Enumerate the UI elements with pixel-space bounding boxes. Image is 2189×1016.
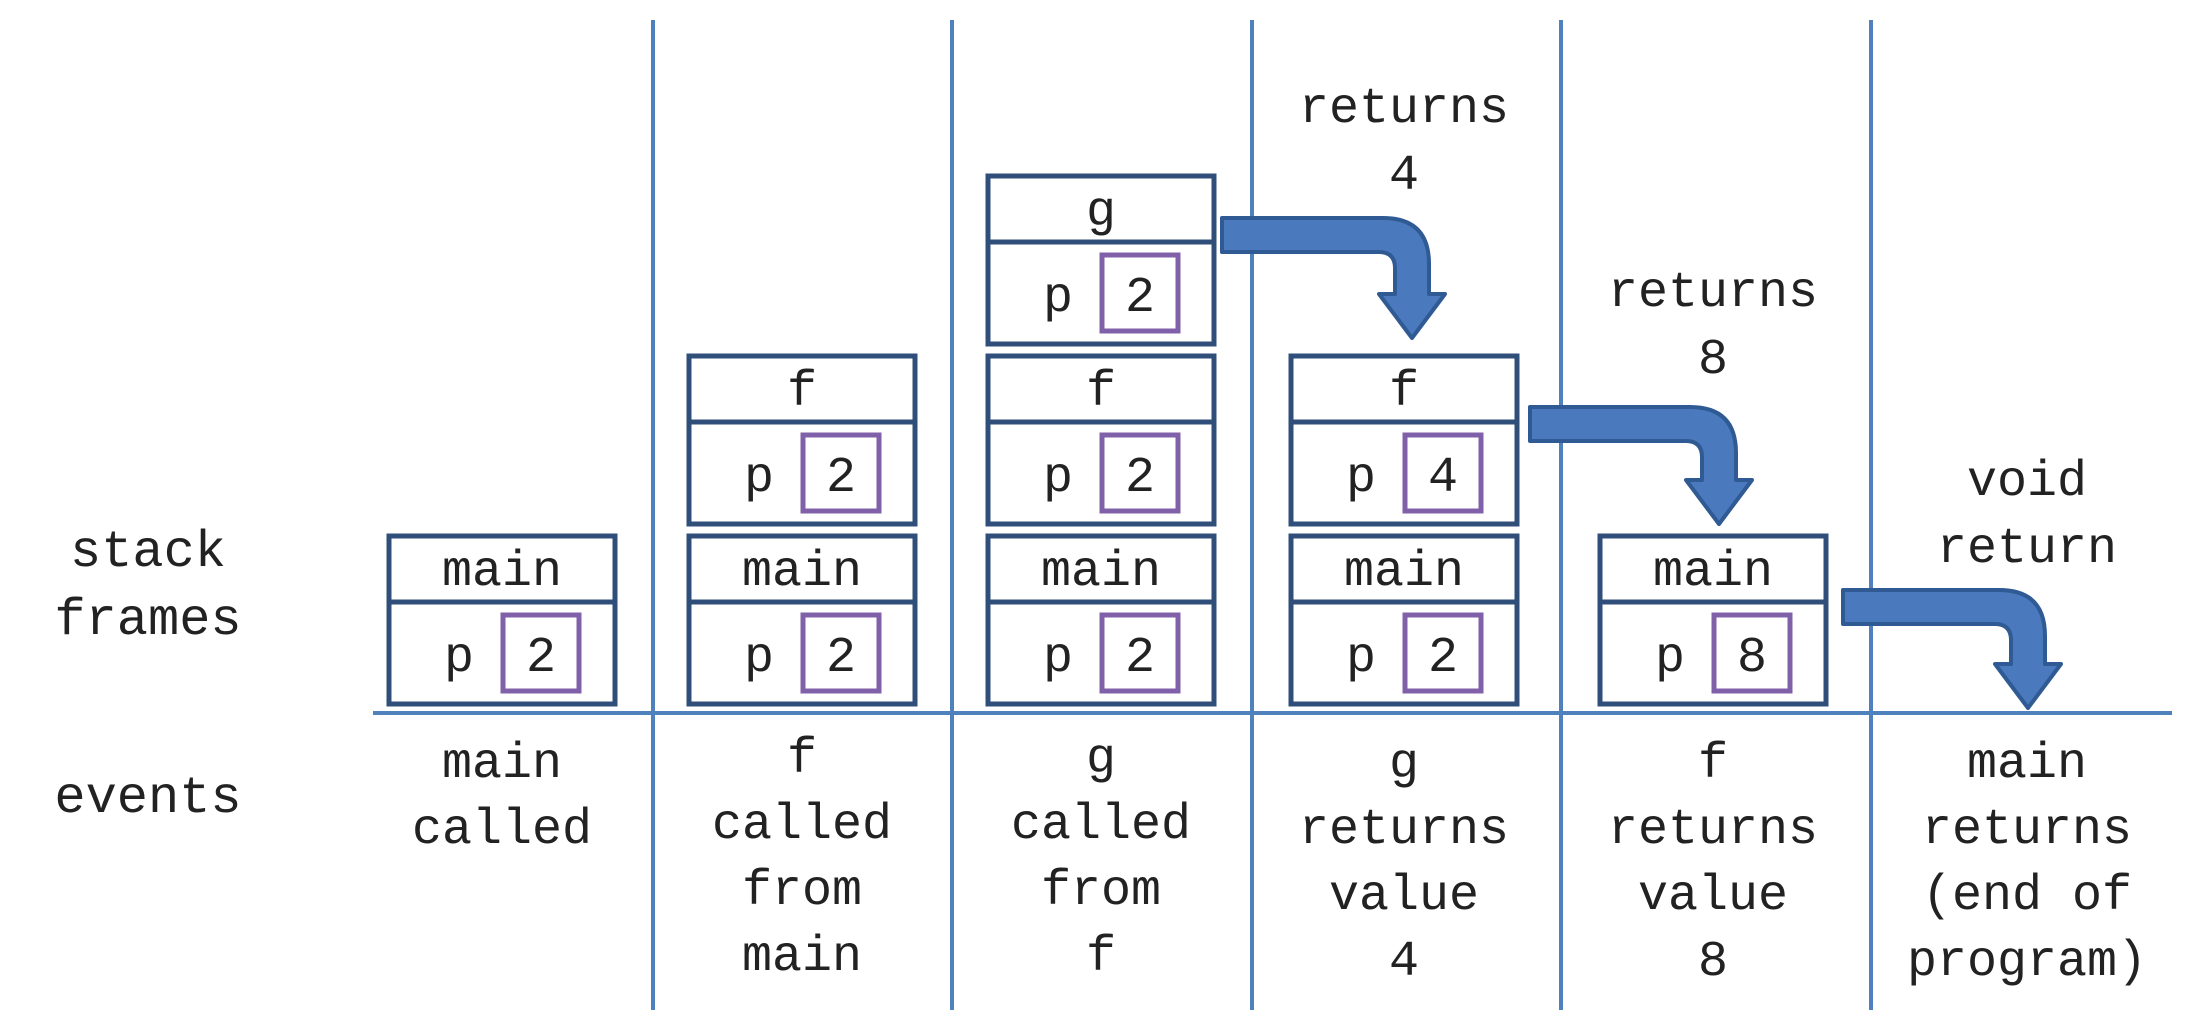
event-line: 8 [1698, 934, 1728, 991]
event-line: f [787, 731, 817, 788]
variable-value-box [800, 432, 882, 514]
return-arrows [1220, 216, 2063, 710]
return-note: returns 8 [1608, 265, 1818, 389]
event-line: returns [1299, 802, 1509, 859]
frame-name: main [742, 544, 862, 601]
event-label: main called [412, 736, 592, 859]
frame-name: f [1086, 364, 1116, 421]
event-line: from [742, 863, 862, 920]
variable-name: p [1043, 630, 1073, 687]
variable-value: 2 [1125, 450, 1155, 507]
frame-name: main [1653, 544, 1773, 601]
return-note-line: returns [1608, 265, 1818, 322]
variable-value-box [1099, 612, 1181, 694]
event-line: f [1698, 736, 1728, 793]
return-note: void return [1937, 454, 2117, 578]
variable-name: p [744, 630, 774, 687]
stack-frames-label-line-2: frames [54, 591, 241, 650]
event-line: returns [1922, 802, 2132, 859]
event-label: f returns value 8 [1608, 736, 1818, 991]
return-arrow-g-to-f [1220, 216, 1447, 340]
row-labels: stack frames events [54, 523, 241, 828]
event-line: g [1389, 736, 1419, 793]
variable-value-box [1402, 432, 1484, 514]
variable-name: p [744, 450, 774, 507]
variable-value: 2 [1428, 630, 1458, 687]
return-note-line: 8 [1698, 332, 1728, 389]
variable-value: 2 [826, 450, 856, 507]
event-line: main [742, 929, 862, 986]
stack-frames-label-line-1: stack [70, 523, 226, 582]
event-line: f [1086, 929, 1116, 986]
return-arrow-main-void [1841, 588, 2063, 710]
variable-name: p [1346, 630, 1376, 687]
frame-name: main [1344, 544, 1464, 601]
variable-value: 2 [826, 630, 856, 687]
return-note-line: returns [1299, 81, 1509, 138]
event-label: g called from f [1011, 731, 1191, 986]
variable-value-box [800, 612, 882, 694]
return-note-line: return [1937, 521, 2117, 578]
column-6: main returns (end of program) void return [1907, 454, 2147, 991]
event-line: program) [1907, 934, 2147, 991]
variable-value-box [500, 612, 582, 694]
variable-name: p [1043, 450, 1073, 507]
event-line: from [1041, 863, 1161, 920]
variable-value-box [1711, 612, 1793, 694]
event-line: value [1638, 868, 1788, 925]
event-line: 4 [1389, 934, 1419, 991]
variable-name: p [444, 630, 474, 687]
return-note-line: void [1967, 454, 2087, 511]
event-line: main [442, 736, 562, 793]
variable-name: p [1655, 630, 1685, 687]
variable-value: 4 [1428, 450, 1458, 507]
frame-name: f [1389, 364, 1419, 421]
events-label: events [54, 769, 241, 828]
event-line: called [412, 802, 592, 859]
variable-value: 2 [1125, 630, 1155, 687]
return-note: returns 4 [1299, 81, 1509, 205]
variable-value-box [1099, 432, 1181, 514]
event-line: returns [1608, 802, 1818, 859]
frame-name: main [442, 544, 562, 601]
event-line: (end of [1922, 868, 2132, 925]
event-label: main returns (end of program) [1907, 736, 2147, 991]
frame-name: main [1041, 544, 1161, 601]
event-line: value [1329, 868, 1479, 925]
return-note-line: 4 [1389, 148, 1419, 205]
frame-name: g [1086, 184, 1116, 241]
event-line: called [1011, 797, 1191, 854]
variable-value-box [1099, 252, 1181, 334]
event-label: f called from main [712, 731, 892, 986]
variable-name: p [1043, 270, 1073, 327]
event-line: g [1086, 731, 1116, 788]
variable-value: 2 [526, 630, 556, 687]
variable-value: 2 [1125, 270, 1155, 327]
event-line: main [1967, 736, 2087, 793]
variable-value: 8 [1737, 630, 1767, 687]
variable-name: p [1346, 450, 1376, 507]
frame-name: f [787, 364, 817, 421]
event-line: called [712, 797, 892, 854]
variable-value-box [1402, 612, 1484, 694]
event-label: g returns value 4 [1299, 736, 1509, 991]
column-separators [373, 20, 2172, 1010]
return-arrow-f-to-main [1528, 405, 1754, 526]
